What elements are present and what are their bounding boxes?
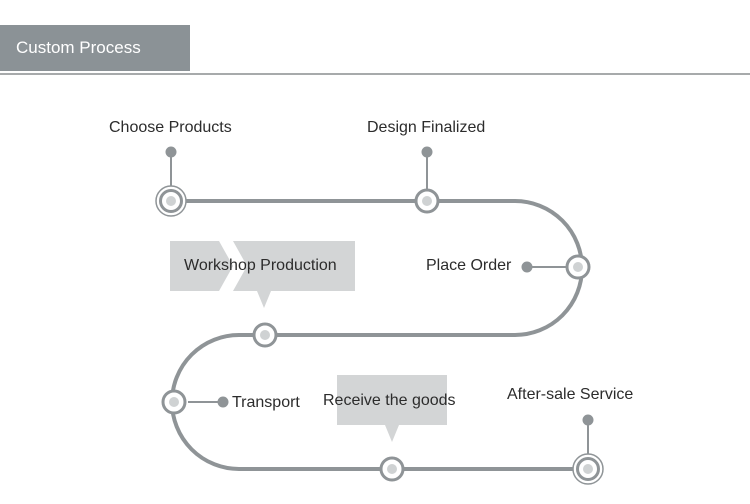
design-finalized-node — [414, 188, 440, 214]
page-title: Custom Process — [0, 25, 190, 71]
place-order-label: Place Order — [426, 257, 512, 274]
choose-products-label: Choose Products — [109, 119, 232, 136]
header-divider — [0, 73, 750, 75]
transport-label: Transport — [232, 394, 300, 411]
workshop-production-node — [252, 322, 278, 348]
design-finalized-label: Design Finalized — [367, 119, 486, 136]
workshop-production-callout — [170, 241, 355, 308]
after-sale-node — [572, 453, 604, 485]
after-sale-label: After-sale Service — [507, 386, 634, 403]
process-path — [170, 199, 588, 471]
receive-goods-label: Receive the goods — [323, 392, 456, 409]
place-order-node — [565, 254, 591, 280]
workshop-production-label: Workshop Production — [184, 257, 337, 274]
page-title-text: Custom Process — [16, 38, 141, 57]
transport-node — [161, 389, 187, 415]
receive-goods-callout — [337, 375, 447, 442]
receive-goods-node — [379, 456, 405, 482]
choose-products-node — [155, 185, 187, 217]
